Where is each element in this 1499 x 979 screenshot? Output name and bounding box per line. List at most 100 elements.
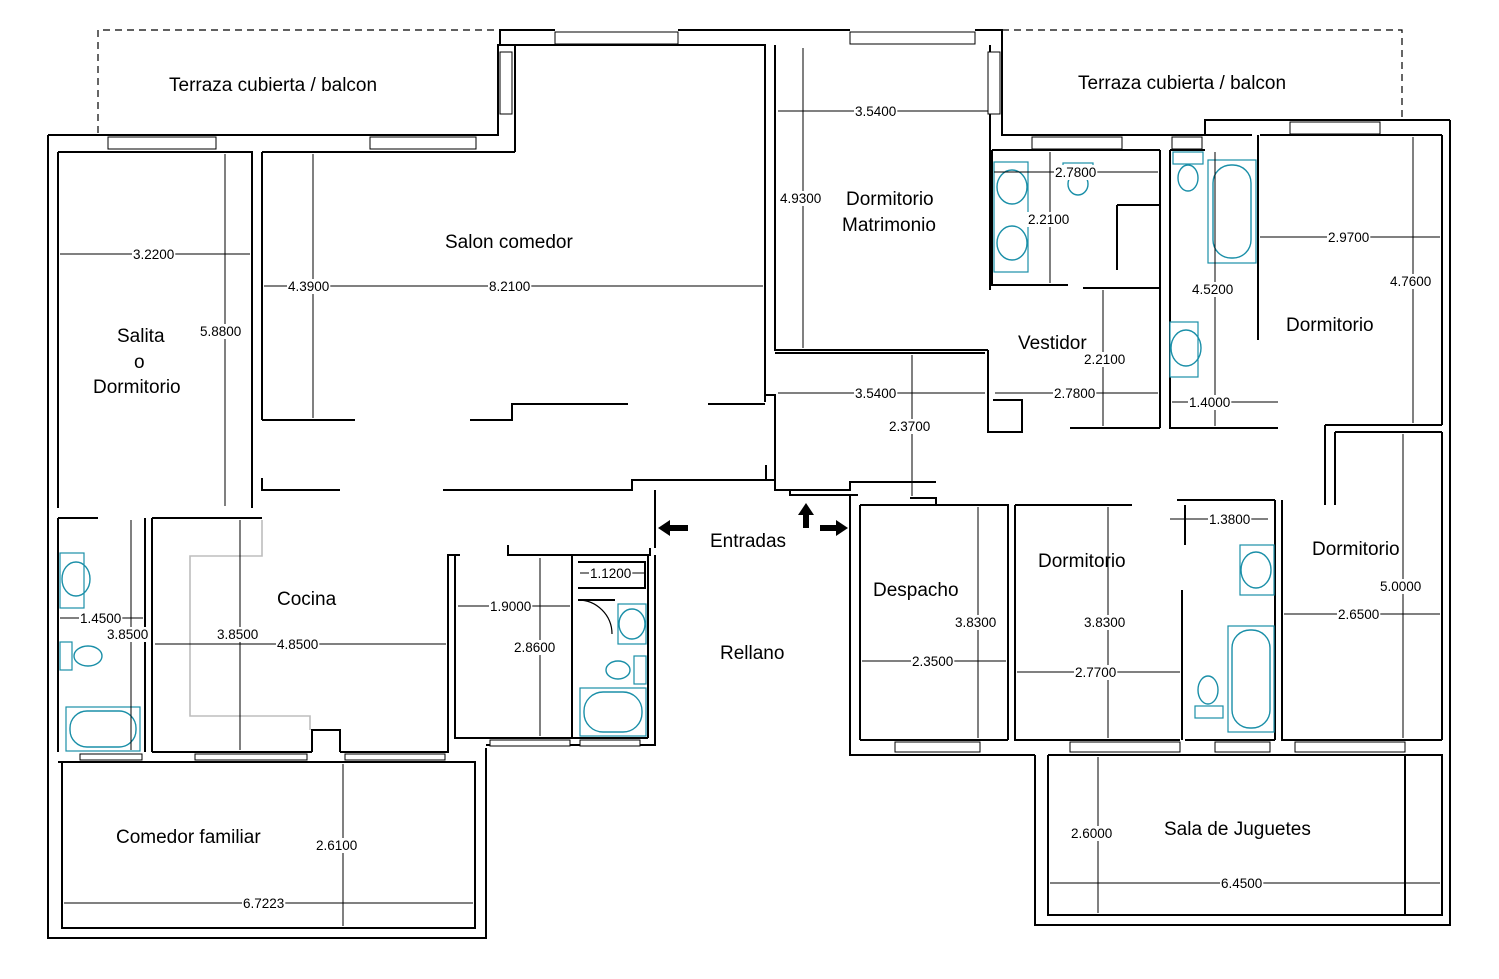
bathtub-icon <box>583 691 643 733</box>
room-label-terraza-left: Terraza cubierta / balcon <box>169 75 377 96</box>
dim-label-background <box>315 838 359 853</box>
walls <box>47 29 1451 939</box>
dim-label: 2.6500 <box>1338 607 1379 622</box>
toilet-icon <box>605 660 631 680</box>
room-label-despacho: Despacho <box>873 580 959 601</box>
dim-label-background <box>779 191 823 206</box>
dim-label: 3.8300 <box>1084 615 1125 630</box>
dimension-labels: 3.5400 4.9300 2.7800 2.2100 3.2200 4.390… <box>79 104 1433 911</box>
dim-label-background <box>489 599 533 614</box>
dim-label: 6.4500 <box>1221 876 1262 891</box>
dim-label-background <box>1188 395 1232 410</box>
dim-label-background <box>513 640 557 655</box>
dim-label-background <box>1220 876 1264 891</box>
toilet-icon <box>1197 675 1219 705</box>
arrow-right-icon <box>820 520 848 536</box>
dim-label: 2.7800 <box>1054 386 1095 401</box>
windows <box>79 31 1406 761</box>
toilet-icon <box>73 645 103 667</box>
dim-label: 1.4000 <box>1189 395 1230 410</box>
dim-label-background <box>79 611 123 626</box>
dim-label-background <box>1053 386 1097 401</box>
arrow-up-icon <box>798 503 814 528</box>
dim-label: 5.8800 <box>200 324 241 339</box>
dim-label: 2.8600 <box>514 640 555 655</box>
dim-label: 4.7600 <box>1390 274 1431 289</box>
dim-label-background <box>1074 665 1118 680</box>
bathroom-fixtures <box>59 151 1275 752</box>
room-label-sala-juguetes: Sala de Juguetes <box>1164 819 1311 840</box>
dim-label: 2.3700 <box>889 419 930 434</box>
dim-label-background <box>1083 352 1127 367</box>
dim-label-background <box>1191 282 1235 297</box>
bathtub-icon <box>1212 164 1252 259</box>
dim-label-background <box>276 637 320 652</box>
dim-label-background <box>1389 274 1433 289</box>
sink-icon <box>1170 329 1202 367</box>
arrow-left-icon <box>658 520 688 536</box>
dim-label: 5.0000 <box>1380 579 1421 594</box>
dim-label: 4.5200 <box>1192 282 1233 297</box>
dim-label: 2.3500 <box>912 654 953 669</box>
dim-label: 4.3900 <box>288 279 329 294</box>
room-label-terraza-right: Terraza cubierta / balcon <box>1078 73 1286 94</box>
dim-label: 2.2100 <box>1084 352 1125 367</box>
dim-label-background <box>854 386 898 401</box>
dim-label-background <box>287 279 331 294</box>
dim-label-background <box>589 566 633 581</box>
sink-icon <box>61 561 91 597</box>
dim-label: 2.6000 <box>1071 826 1112 841</box>
dim-label-background <box>199 324 243 339</box>
dim-label: 1.4500 <box>80 611 121 626</box>
dim-label-background <box>1070 826 1114 841</box>
dim-label: 4.8500 <box>277 637 318 652</box>
room-label-dormitorio-matrimonio: Dormitorio <box>846 189 934 210</box>
bathtub-icon <box>69 710 137 748</box>
dim-label: 3.8300 <box>955 615 996 630</box>
dim-label: 1.1200 <box>590 566 631 581</box>
dim-label: 2.2100 <box>1028 212 1069 227</box>
dim-label-background <box>854 104 898 119</box>
dim-label: 2.6100 <box>316 838 357 853</box>
dim-label-background <box>1054 165 1098 180</box>
dim-label-background <box>1208 512 1252 527</box>
room-label-cocina: Cocina <box>277 589 337 610</box>
dim-label-background <box>1327 230 1371 245</box>
dim-label-background <box>132 247 176 262</box>
sink-icon <box>996 169 1028 205</box>
dim-label-background <box>911 654 955 669</box>
room-label-dormitorio-ne: Dormitorio <box>1286 315 1374 336</box>
room-label-rellano: Rellano <box>720 643 784 664</box>
terraces-outline <box>97 29 1403 133</box>
dim-label: 3.8500 <box>107 627 148 642</box>
room-labels: Terraza cubierta / balcon Terraza cubier… <box>93 73 1400 848</box>
dim-label-background <box>954 615 998 630</box>
dim-label-background <box>242 896 286 911</box>
dim-label: 8.2100 <box>489 279 530 294</box>
room-label-vestidor: Vestidor <box>1018 333 1087 354</box>
dim-label-background <box>888 419 932 434</box>
dim-label-background <box>1379 579 1423 594</box>
dim-label: 1.3800 <box>1209 512 1250 527</box>
dim-label: 1.9000 <box>490 599 531 614</box>
dim-label-background <box>1027 212 1071 227</box>
dim-label: 2.7800 <box>1055 165 1096 180</box>
room-label-dormitorio-matrimonio: Matrimonio <box>842 215 936 236</box>
dim-label: 3.8500 <box>217 627 258 642</box>
room-label-dormitorio-e: Dormitorio <box>1312 539 1400 560</box>
dim-label-background <box>1083 615 1127 630</box>
kitchen-counter <box>189 520 311 730</box>
sink-icon <box>1240 551 1272 589</box>
bathtub-icon <box>1231 629 1271 729</box>
dim-label: 3.5400 <box>855 386 896 401</box>
dim-label: 2.9700 <box>1328 230 1369 245</box>
room-label-entradas: Entradas <box>710 531 786 552</box>
dim-label-background <box>1337 607 1381 622</box>
dim-label: 2.7700 <box>1075 665 1116 680</box>
toilet-icon <box>1177 164 1199 192</box>
dim-label: 4.9300 <box>780 191 821 206</box>
room-label-salita: Salita <box>117 326 165 347</box>
dim-label-background <box>216 627 260 642</box>
room-label-salita: Dormitorio <box>93 377 181 398</box>
